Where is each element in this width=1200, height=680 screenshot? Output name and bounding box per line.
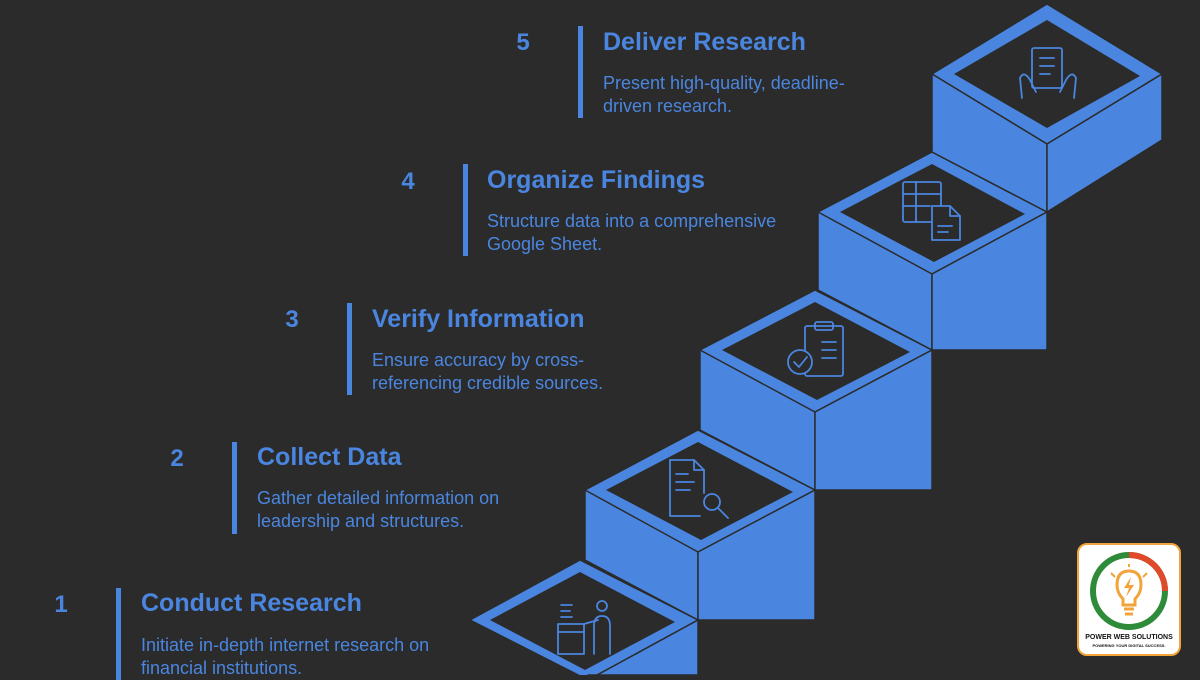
document-search-icon: [669, 459, 729, 519]
hands-holding-document-icon: [1019, 47, 1077, 99]
logo-brand-name: POWER WEB SOLUTIONS: [1085, 634, 1173, 641]
step-title: Organize Findings: [487, 166, 706, 194]
step-description: Initiate in-depth internet research on f…: [141, 635, 430, 678]
step-number: 5: [516, 29, 530, 56]
step-description: Structure data into a comprehensive Goog…: [487, 211, 777, 254]
logo-tagline: POWERING YOUR DIGITAL SUCCESS.: [1092, 643, 1166, 648]
step-1-tile: [490, 572, 675, 670]
step-description: Ensure accuracy by cross-referencing cre…: [372, 350, 604, 393]
researcher-desk-icon: [557, 600, 611, 655]
step-divider: [578, 26, 583, 118]
step-divider: [232, 442, 237, 534]
step-divider: [116, 588, 121, 680]
step-title: Collect Data: [257, 443, 402, 471]
spreadsheet-document-icon: [902, 181, 961, 241]
step-title: Verify Information: [372, 305, 585, 333]
step-number: 4: [401, 168, 415, 195]
step-divider: [347, 303, 352, 395]
step-title: Deliver Research: [603, 28, 806, 56]
company-logo: POWER WEB SOLUTIONS POWERING YOUR DIGITA…: [1077, 543, 1181, 656]
step-number: 3: [285, 306, 299, 333]
step-description: Present high-quality, deadline-driven re…: [603, 73, 845, 116]
step-number: 2: [170, 445, 184, 472]
step-3-tile: [722, 302, 910, 400]
lightbulb-lightning-icon: [1090, 552, 1168, 630]
step-description: Gather detailed information on leadershi…: [257, 488, 500, 531]
step-2-tile: [606, 442, 793, 540]
step-number: 1: [54, 591, 68, 618]
step-divider: [463, 164, 468, 256]
clipboard-check-icon: [787, 321, 844, 377]
step-title: Conduct Research: [141, 589, 362, 617]
